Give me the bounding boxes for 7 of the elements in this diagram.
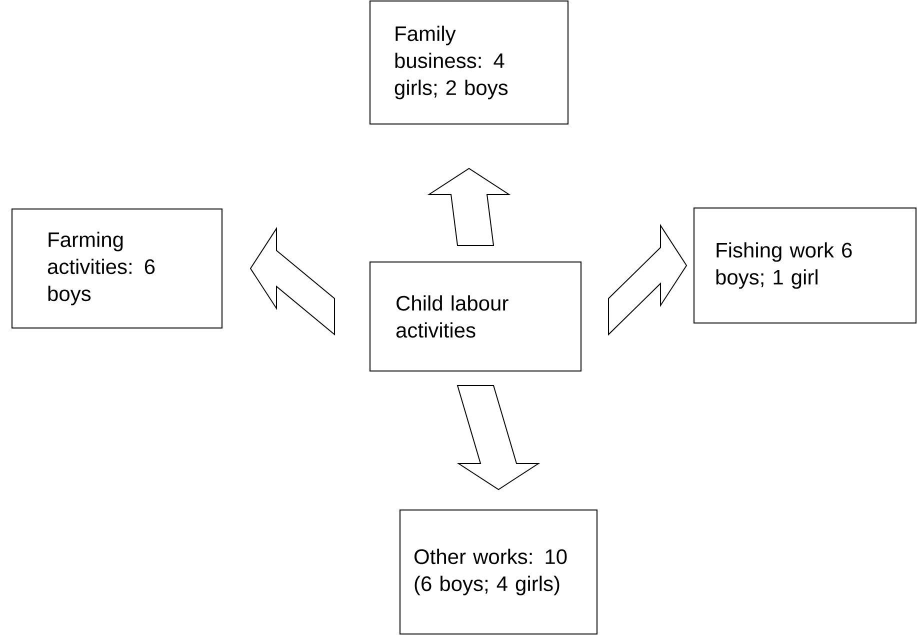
block-arrow bbox=[427, 168, 511, 246]
text-box: Farming activities: 6 boys bbox=[12, 208, 222, 328]
text-box: Family business: 4 girls; 2 boys bbox=[370, 0, 568, 124]
text-box: Other works: 10 (6 boys; 4 girls) bbox=[400, 510, 598, 634]
block-arrow bbox=[456, 385, 540, 490]
text-box: Child labour activities bbox=[370, 262, 582, 372]
text-box: Fishing work 6 boys; 1 girl bbox=[694, 208, 916, 324]
